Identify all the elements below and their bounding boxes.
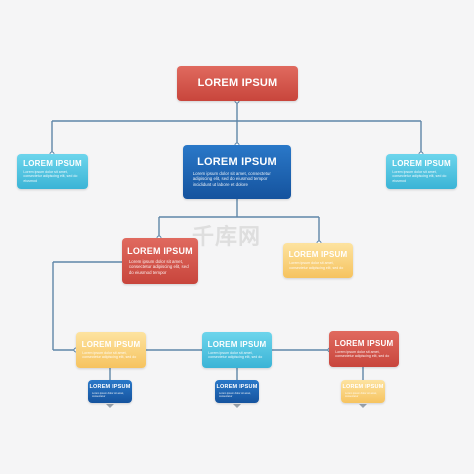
child-node-1-title: LOREM IPSUM [89, 384, 131, 391]
child-node-1-body: Lorem ipsum dolor sit amet, consectetur [91, 391, 124, 398]
child-node-3-title: LOREM IPSUM [342, 384, 384, 391]
root-node: LOREM IPSUM [177, 66, 298, 101]
center-body: Lorem ipsum dolor sit amet, consectetur … [192, 171, 271, 187]
child-node-3-body: Lorem ipsum dolor sit amet, consectetur [344, 391, 377, 398]
level2-yellow-node: LOREM IPSUM Lorem ipsum dolor sit amet, … [283, 243, 353, 278]
left-branch-node: LOREM IPSUM Lorem ipsum dolor sit amet, … [17, 154, 88, 189]
child-node-3: LOREM IPSUM Lorem ipsum dolor sit amet, … [341, 380, 385, 403]
left-branch-title: LOREM IPSUM [23, 158, 82, 168]
bottom-node-2-title: LOREM IPSUM [207, 339, 267, 349]
down-arrow-icon [359, 404, 367, 408]
down-arrow-icon [233, 404, 241, 408]
right-branch-body: Lorem ipsum dolor sit amet, consectetur … [392, 169, 447, 183]
bottom-node-2-body: Lorem ipsum dolor sit amet, consectetur … [208, 350, 263, 359]
right-branch-title: LOREM IPSUM [392, 158, 451, 168]
level2-red-node: LOREM IPSUM Lorem ipsum dolor sit amet, … [122, 238, 198, 284]
bottom-node-2: LOREM IPSUM Lorem ipsum dolor sit amet, … [202, 332, 272, 368]
down-arrow-icon [106, 404, 114, 408]
level2-yellow-body: Lorem ipsum dolor sit amet, consectetur … [289, 261, 344, 270]
bottom-node-1: LOREM IPSUM Lorem ipsum dolor sit amet, … [76, 332, 146, 368]
bottom-node-1-body: Lorem ipsum dolor sit amet, consectetur … [82, 350, 137, 359]
child-node-2-title: LOREM IPSUM [216, 384, 258, 391]
watermark: 千库网 [192, 225, 262, 250]
root-title: LOREM IPSUM [197, 77, 278, 89]
right-branch-node: LOREM IPSUM Lorem ipsum dolor sit amet, … [386, 154, 457, 189]
child-node-2-body: Lorem ipsum dolor sit amet, consectetur [218, 391, 251, 398]
left-branch-body: Lorem ipsum dolor sit amet, consectetur … [23, 169, 78, 183]
bottom-node-1-title: LOREM IPSUM [81, 339, 141, 349]
level2-red-title: LOREM IPSUM [127, 246, 193, 257]
bottom-node-3-title: LOREM IPSUM [334, 338, 394, 348]
bottom-node-3: LOREM IPSUM Lorem ipsum dolor sit amet, … [329, 331, 399, 367]
level2-red-body: Lorem ipsum dolor sit amet, consectetur … [128, 259, 189, 275]
center-title: LOREM IPSUM [197, 156, 277, 169]
level2-yellow-title: LOREM IPSUM [288, 250, 348, 260]
child-node-2: LOREM IPSUM Lorem ipsum dolor sit amet, … [215, 380, 259, 403]
center-node: LOREM IPSUM Lorem ipsum dolor sit amet, … [183, 145, 291, 199]
bottom-node-3-body: Lorem ipsum dolor sit amet, consectetur … [335, 349, 390, 358]
child-node-1: LOREM IPSUM Lorem ipsum dolor sit amet, … [88, 380, 132, 403]
